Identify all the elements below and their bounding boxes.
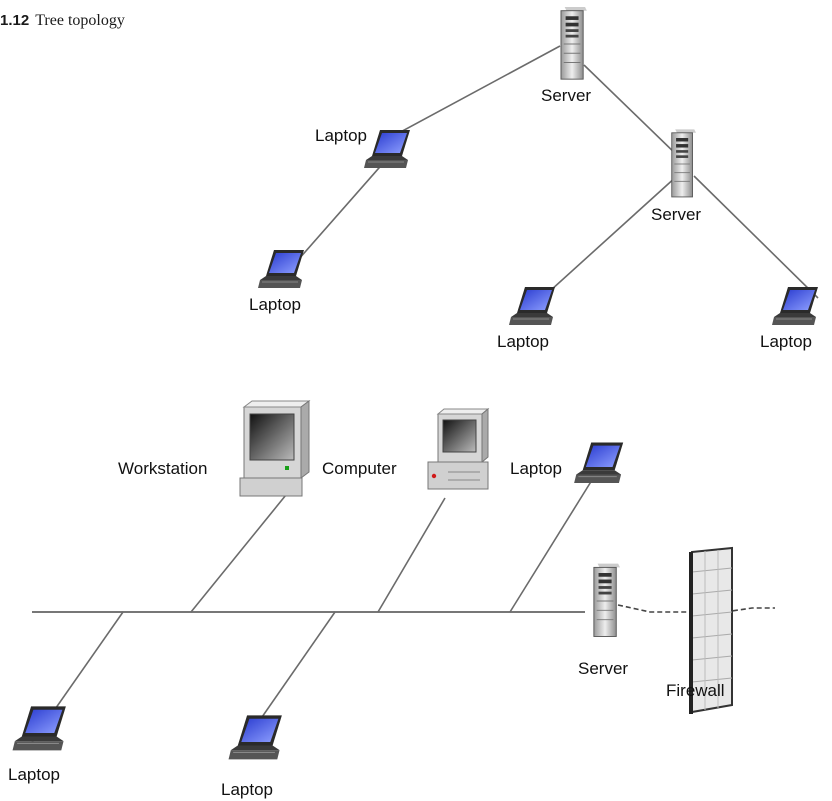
laptop-bottom-left-label: Laptop (8, 765, 60, 784)
laptop-top-label: Laptop (510, 459, 562, 478)
laptop-upper-label: Laptop (315, 126, 367, 145)
computer-icon (427, 407, 490, 490)
laptop-top-icon (573, 441, 624, 484)
laptop-bottom-mid-label: Laptop (221, 780, 273, 799)
laptop-mid-icon (508, 286, 556, 326)
figure-caption: 1.12 Tree topology (0, 12, 125, 30)
drop-workstation (190, 489, 291, 613)
figure-number: 1.12 (0, 12, 30, 29)
drop-laptop-top (509, 479, 593, 613)
firewall-label: Firewall (666, 681, 725, 700)
link-server-laptop (394, 45, 561, 136)
workstation-icon (239, 400, 311, 497)
drop-laptop-bottom-mid (252, 611, 336, 731)
workstation-label: Workstation (118, 459, 207, 478)
laptop-upper-icon (363, 129, 411, 169)
root-server-label: Server (541, 86, 591, 105)
bus-server-label: Server (578, 659, 628, 678)
computer-label: Computer (322, 459, 397, 478)
link-server-firewall (617, 604, 692, 613)
drop-computer (377, 497, 446, 613)
laptop-right-icon (771, 286, 819, 326)
laptop-bottom-mid-icon (227, 714, 283, 760)
bus-server-icon (593, 563, 620, 637)
link-server-laptop-mid (539, 175, 678, 301)
link-firewall-out (724, 607, 775, 613)
sub-server-label: Server (651, 205, 701, 224)
laptop-lower-left-icon (257, 249, 305, 289)
sub-server-icon (671, 128, 696, 198)
root-server-icon (560, 7, 587, 80)
laptop-lower-left-label: Laptop (249, 295, 301, 314)
laptop-mid-label: Laptop (497, 332, 549, 351)
laptop-right-label: Laptop (760, 332, 812, 351)
laptop-bottom-left-icon (11, 705, 67, 751)
firewall-icon (689, 546, 733, 714)
link-server-server (583, 64, 681, 159)
bus-links (29, 479, 775, 746)
tree-links (290, 45, 819, 301)
link-laptop-laptop (290, 151, 394, 269)
figure-title: Tree topology (35, 12, 125, 29)
link-server-laptop-right (693, 175, 819, 299)
